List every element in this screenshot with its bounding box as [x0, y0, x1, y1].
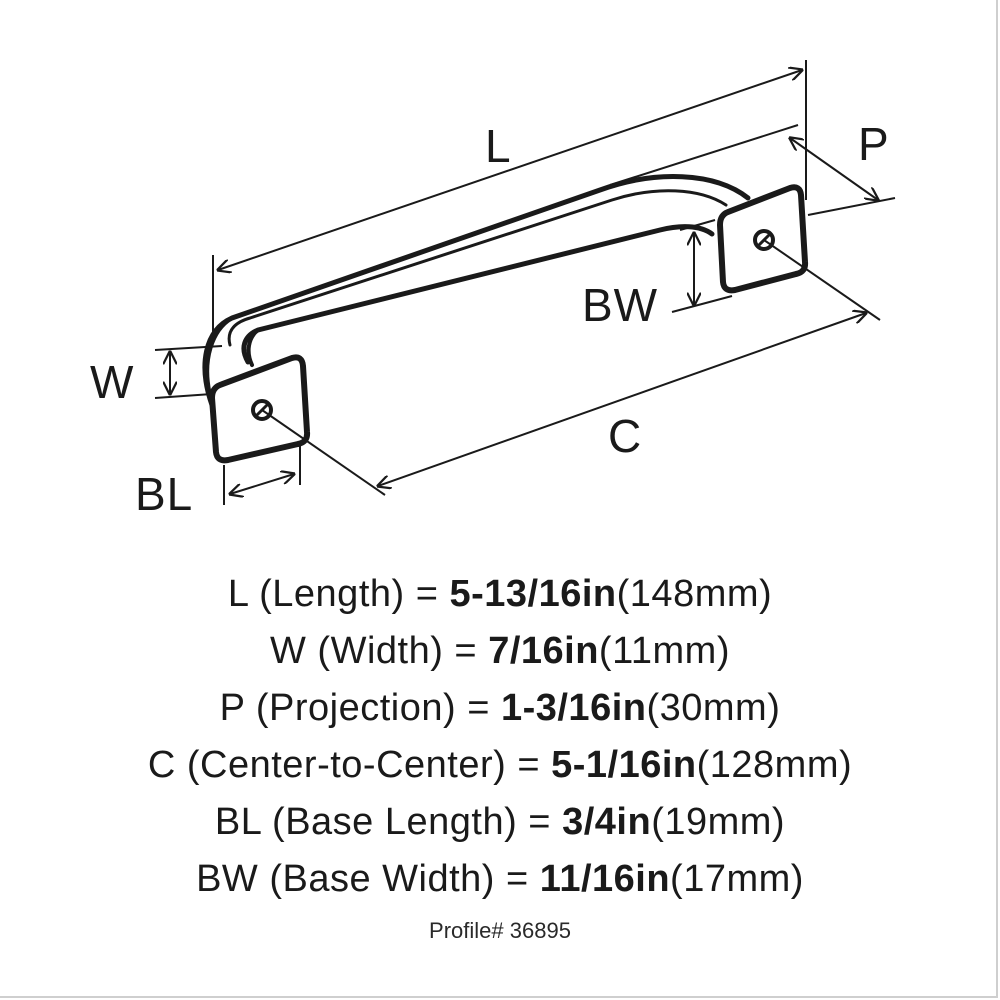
spec-width: W (Width) = 7/16in(11mm): [269, 630, 730, 672]
label-BL: BL: [135, 468, 193, 520]
right-base: [717, 184, 809, 294]
handle-left-inner-curve: [246, 328, 260, 367]
label-W: W: [90, 356, 134, 408]
dimension-lines: [154, 60, 896, 505]
dim-line-L: [218, 70, 802, 270]
spec-base-length: BL (Base Length) = 3/4in(19mm): [214, 801, 786, 843]
dim-line-C: [378, 313, 866, 486]
spec-length: L (Length) = 5-13/16in(148mm): [227, 573, 773, 615]
handle-left-curve: [205, 316, 234, 397]
label-C: C: [608, 410, 642, 462]
label-P: P: [858, 118, 890, 170]
spec-base-width: BW (Base Width) = 11/16in(17mm): [196, 858, 804, 900]
handle-drawing: [202, 174, 809, 464]
profile-number: Profile# 36895: [429, 918, 571, 943]
spec-center-to-center: C (Center-to-Center) = 5-1/16in(128mm): [147, 744, 853, 786]
label-BW: BW: [582, 279, 658, 331]
dim-line-P: [790, 138, 878, 200]
label-L: L: [485, 120, 512, 172]
left-screw-hole: [251, 399, 273, 421]
pull-handle-diagram: L P BW W C BL: [90, 60, 896, 520]
dimension-spec-list: L (Length) = 5-13/16in(148mm) W (Width) …: [0, 566, 1000, 908]
spec-projection: P (Projection) = 1-3/16in(30mm): [219, 687, 781, 729]
dim-line-BL: [230, 474, 294, 494]
left-base: [209, 354, 311, 464]
